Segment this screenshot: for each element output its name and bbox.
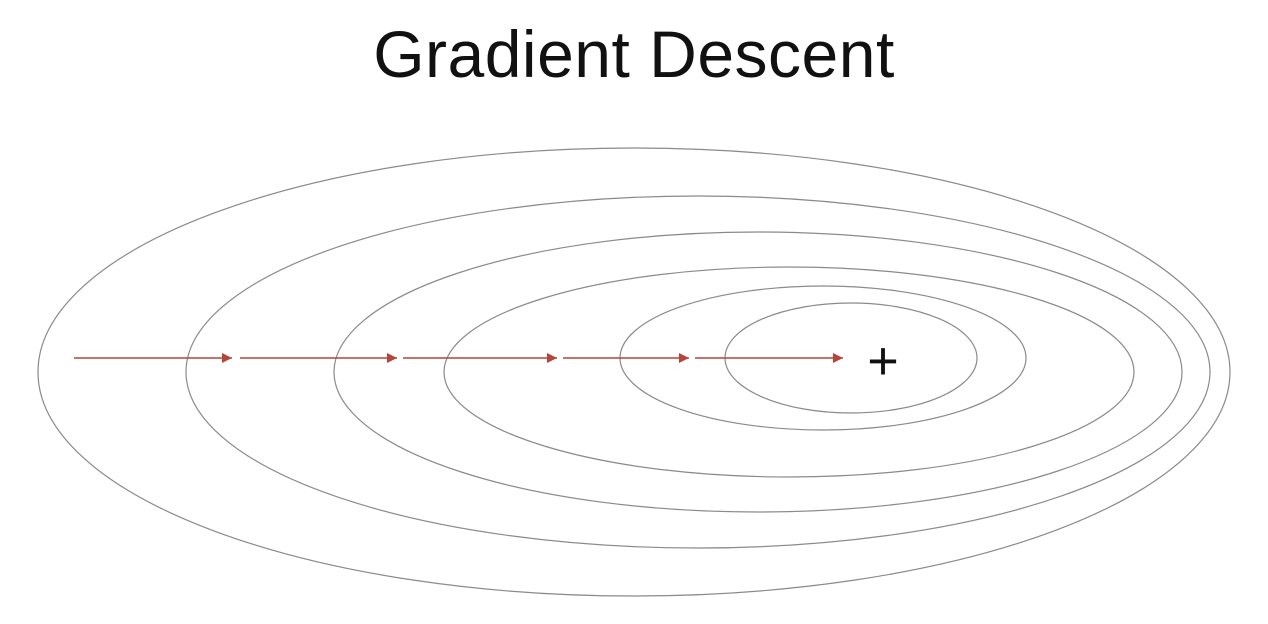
optimum-marker: + bbox=[867, 331, 899, 391]
diagram-title: Gradient Descent bbox=[373, 17, 895, 91]
contour-ring-2 bbox=[185, 195, 1211, 549]
contour-ring-1 bbox=[37, 147, 1231, 597]
contour-lines bbox=[37, 147, 1231, 597]
contour-ring-4 bbox=[443, 266, 1135, 478]
contour-ring-3 bbox=[333, 231, 1183, 513]
